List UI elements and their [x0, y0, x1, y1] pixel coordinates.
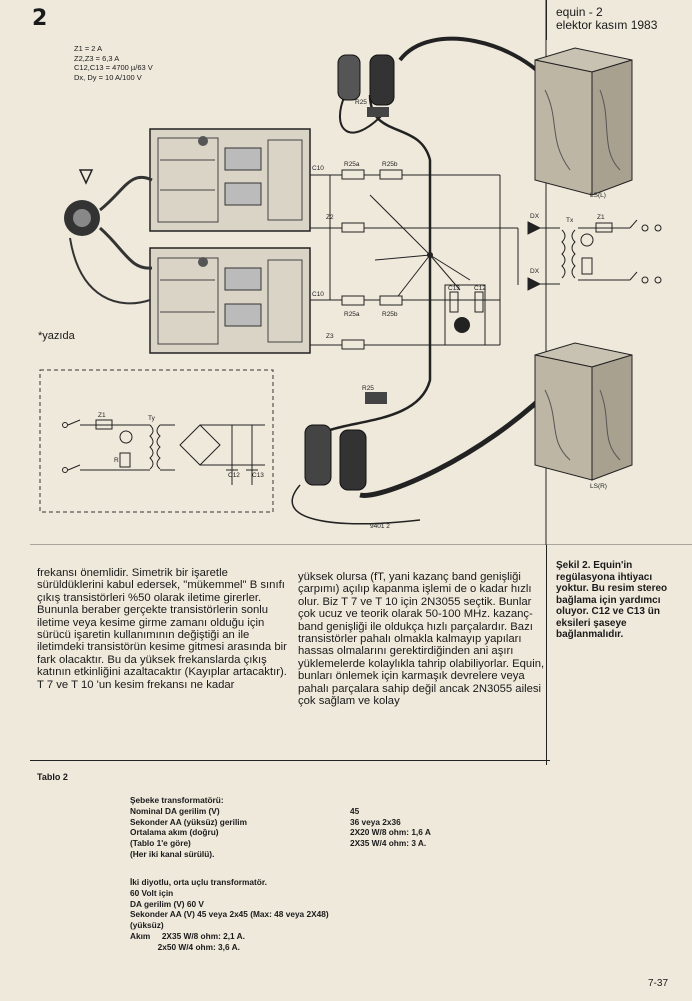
- column-divider: [546, 545, 547, 765]
- loudspeaker-right: [534, 342, 633, 481]
- table-key: (Her iki kanal sürülü).: [130, 848, 215, 859]
- paragraph: yüksek olursa (fT, yani kazanç band geni…: [298, 571, 545, 708]
- capacitor-c13: [449, 291, 459, 313]
- label-c10-bottom: C10: [312, 291, 324, 298]
- label-c12: C12: [474, 285, 486, 292]
- amplifier-board-top: [149, 128, 311, 232]
- table-line: 2x50 W/4 ohm: 3,6 A.: [130, 941, 240, 952]
- figure-caption: Şekil 2. Equin'in regülasyona ihtiyacı y…: [556, 560, 668, 640]
- magazine-title: equin - 2: [556, 5, 603, 19]
- resistor-r25-top: [367, 107, 389, 117]
- label-r25a-bottom: R25a: [344, 311, 360, 318]
- label-r25b-top: R25b: [382, 161, 398, 168]
- table-line: Akım 2X35 W/8 ohm: 2,1 A.: [130, 930, 245, 941]
- table-value: 36 veya 2x36: [350, 816, 401, 827]
- wiring-lines: [310, 174, 501, 346]
- speaker-cable-bottom: [291, 255, 557, 525]
- label-ls-right: LS(R): [590, 483, 607, 490]
- table-row: (Her iki kanal sürülü).: [130, 849, 431, 860]
- table-key: Ortalama akım (doğru): [130, 827, 219, 838]
- label-tx: Tx: [566, 217, 574, 224]
- ground-point: [454, 317, 470, 333]
- label-r25-top: R25: [355, 99, 367, 106]
- label-c10-top: C10: [312, 165, 324, 172]
- label-inset-ty: Ty: [148, 415, 156, 422]
- label-inset-c12: C12: [228, 472, 240, 479]
- text-column-1: frekansı önemlidir. Simetrik bir işaretl…: [37, 567, 287, 691]
- table-line: Sekonder AA (V) 45 veya 2x45 (Max: 48 ve…: [130, 909, 329, 920]
- table-line: DA gerilim (V) 60 V: [130, 898, 204, 909]
- table-second-section: İki diyotlu, orta uçlu transformatör. 60…: [130, 877, 329, 953]
- paragraph: frekansı önemlidir. Simetrik bir işaretl…: [37, 567, 287, 679]
- figure-code: 9401 2: [370, 523, 390, 530]
- table-divider: [30, 760, 550, 761]
- page-number: 7-37: [648, 978, 669, 989]
- capacitor-c12: [474, 291, 484, 313]
- label-r25-bottom: R25: [362, 385, 374, 392]
- note-line: Dx, Dy = 10 A/100 V: [74, 72, 142, 82]
- header-source: equin - 2 elektor kasım 1983: [556, 6, 657, 32]
- input-socket: [64, 169, 153, 305]
- table-row: Ortalama akım (doğru) 2X20 W/8 ohm: 1,6 A: [130, 827, 431, 838]
- table-row: Nominal DA gerilim (V) 45: [130, 806, 431, 817]
- fuse-z2: [341, 222, 365, 233]
- note-line: C12,C13 = 4700 µ/63 V: [74, 63, 153, 72]
- table-value: 2X35 W/4 ohm: 3 A.: [350, 838, 427, 849]
- text-column-2: yüksek olursa (fT, yani kazanç band geni…: [298, 571, 548, 707]
- label-dx-bottom: DX: [530, 268, 540, 275]
- table-value: 2X20 W/8 ohm: 1,6 A: [350, 827, 431, 838]
- resistor-r25b-top: [379, 169, 403, 180]
- loudspeaker-left: [534, 47, 633, 196]
- table-row: Şebeke transformatörü:: [130, 795, 431, 806]
- resistor-r25b-bottom: [379, 295, 403, 306]
- resistor-r25-bottom: [365, 392, 387, 404]
- label-dx-top: DX: [530, 213, 540, 220]
- label-c13: C13: [448, 285, 460, 292]
- note-line: Z1 = 2 A: [74, 44, 103, 53]
- table-line: İki diyotlu, orta uçlu transformatör.: [130, 877, 267, 887]
- footnote-label: *yazıda: [38, 330, 75, 342]
- table-key: Şebeke transformatörü:: [130, 795, 224, 805]
- fuse-z3: [341, 339, 365, 350]
- inset-supply-schematic: [39, 369, 274, 513]
- label-ls-left: LS(L): [590, 192, 606, 199]
- speaker-cable-top: [337, 36, 557, 255]
- resistor-r25a-bottom: [341, 295, 365, 306]
- amplifier-board-bottom: [149, 247, 311, 354]
- table-title: Tablo 2: [37, 772, 68, 782]
- label-inset-z1: Z1: [98, 412, 106, 419]
- resistor-r25a-top: [341, 169, 365, 180]
- section-number: 2: [32, 6, 48, 31]
- wiring-diagram: C10 C10 R25a R25b R25a R25b Z2 Z3 R25 R2…: [30, 0, 692, 545]
- paragraph: T 7 ve T 10 'un kesim frekansı ne kadar: [37, 678, 235, 691]
- table-key: Nominal DA gerilim (V): [130, 805, 220, 816]
- label-z2: Z2: [326, 214, 334, 221]
- label-z3: Z3: [326, 333, 334, 340]
- label-r25b-bottom: R25b: [382, 311, 398, 318]
- label-z1: Z1: [597, 214, 605, 221]
- note-line: Z2,Z3 = 6,3 A: [74, 53, 120, 63]
- table-key: (Tablo 1'e göre): [130, 838, 191, 849]
- table-row: (Tablo 1'e göre) 2X35 W/4 ohm: 3 A.: [130, 838, 431, 849]
- label-inset-c13: C13: [252, 472, 264, 479]
- magazine-issue: elektor kasım 1983: [556, 18, 658, 32]
- table-transformer: Şebeke transformatörü: Nominal DA gerili…: [130, 795, 431, 860]
- label-inset-r: R: [114, 457, 119, 464]
- table-key: Sekonder AA (yüksüz) gerilim: [130, 816, 247, 827]
- label-r25a-top: R25a: [344, 161, 360, 168]
- component-notes: Z1 = 2 A Z2,Z3 = 6,3 A C12,C13 = 4700 µ/…: [74, 44, 153, 82]
- power-supply: [500, 219, 662, 291]
- table-value: 45: [350, 805, 360, 816]
- table-line: 60 Volt için: [130, 887, 174, 898]
- table-row: Sekonder AA (yüksüz) gerilim 36 veya 2x36: [130, 817, 431, 828]
- table-line: (yüksüz): [130, 920, 164, 931]
